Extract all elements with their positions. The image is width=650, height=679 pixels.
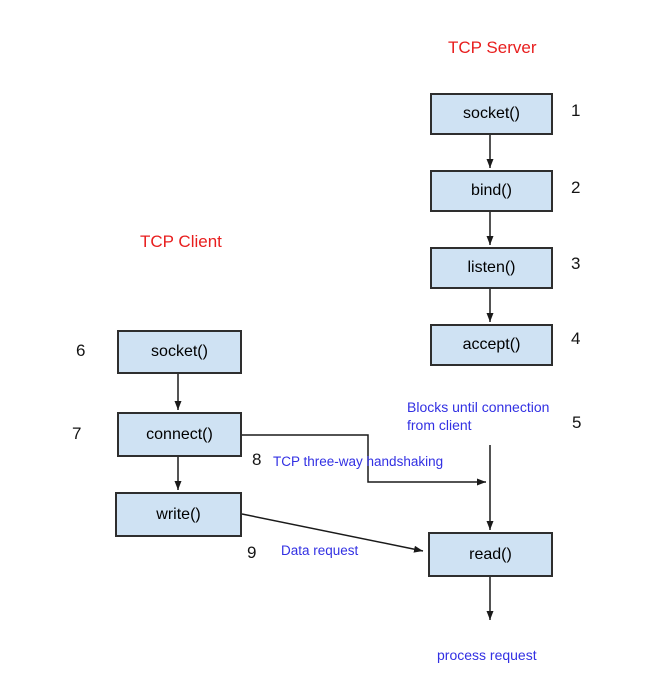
step-number-2: 2	[571, 178, 581, 197]
note-blocks-line2: from client	[407, 417, 472, 433]
note-blocks-until-connection: Blocks until connection from client	[407, 398, 549, 434]
step-number-6: 6	[76, 341, 86, 360]
note-process-request: process request	[437, 647, 537, 663]
client-box-write: write()	[115, 492, 242, 537]
step-number-9: 9	[247, 543, 257, 562]
server-box-read: read()	[428, 532, 553, 577]
client-box-socket: socket()	[117, 330, 242, 374]
client-box-connect: connect()	[117, 412, 242, 457]
note-blocks-line1: Blocks until connection	[407, 399, 550, 415]
tcp-server-title: TCP Server	[448, 38, 537, 57]
step-number-4: 4	[571, 329, 581, 348]
step-number-1: 1	[571, 101, 581, 120]
step-number-3: 3	[571, 254, 581, 273]
note-three-way-handshake: TCP three-way handshaking	[273, 454, 444, 469]
step-number-7: 7	[72, 424, 82, 443]
step-number-5: 5	[572, 413, 582, 432]
server-box-socket: socket()	[430, 93, 553, 135]
step-number-8: 8	[252, 450, 262, 469]
tcp-client-title: TCP Client	[140, 232, 222, 251]
server-box-bind: bind()	[430, 170, 553, 212]
note-data-request: Data request	[281, 543, 359, 558]
server-box-listen: listen()	[430, 247, 553, 289]
server-box-accept: accept()	[430, 324, 553, 366]
